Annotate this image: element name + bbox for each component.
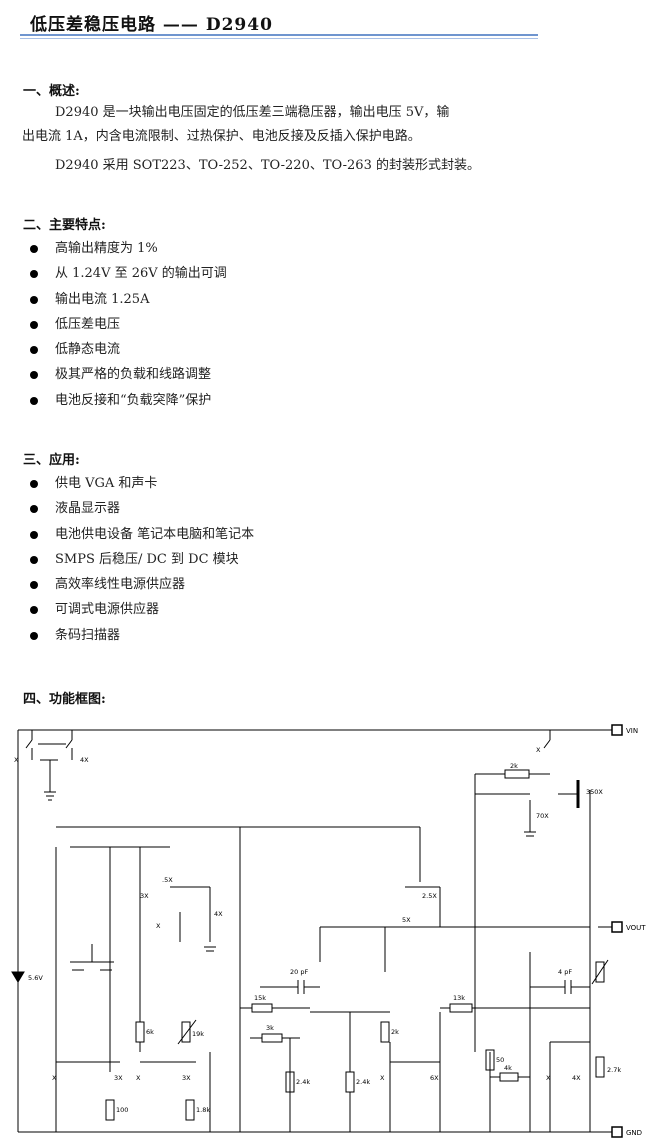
svg-text:4 pF: 4 pF <box>558 968 572 976</box>
applications-heading: 三、应用: <box>23 453 80 468</box>
features-list: 高输出精度为 1% 从 1.24V 至 26V 的输出可调 输出电流 1.25A… <box>30 239 227 416</box>
list-item: 输出电流 1.25A <box>30 290 227 315</box>
svg-text:4X: 4X <box>214 910 223 918</box>
list-item: 极其严格的负载和线路调整 <box>30 365 227 390</box>
block-diagram-schematic: VIN VOUT GND X 4X 5.6V .5X 3X 4X X <box>11 724 646 1138</box>
list-item: SMPS 后稳压/ DC 到 DC 模块 <box>30 550 254 575</box>
svg-text:X: X <box>536 746 541 754</box>
svg-text:X: X <box>136 1074 141 1082</box>
features-heading: 二、主要特点: <box>23 218 106 233</box>
svg-text:100: 100 <box>116 1106 128 1114</box>
svg-text:2.4k: 2.4k <box>296 1078 310 1086</box>
bullet-icon <box>30 371 38 380</box>
svg-text:5X: 5X <box>402 916 411 924</box>
svg-text:3X: 3X <box>140 892 149 900</box>
svg-text:4k: 4k <box>504 1064 512 1072</box>
list-item: 供电 VGA 和声卡 <box>30 474 254 499</box>
svg-text:4X: 4X <box>80 756 89 764</box>
list-item: 可调式电源供应器 <box>30 600 254 625</box>
bullet-icon <box>30 530 38 539</box>
applications-list: 供电 VGA 和声卡 液晶显示器 电池供电设备 笔记本电脑和笔记本 SMPS 后… <box>30 474 254 651</box>
list-item: 条码扫描器 <box>30 626 254 651</box>
bullet-icon <box>30 606 38 615</box>
list-item: 从 1.24V 至 26V 的输出可调 <box>30 264 227 289</box>
block-diagram-heading: 四、功能框图: <box>23 692 106 707</box>
bullet-icon <box>30 346 38 355</box>
svg-text:6k: 6k <box>146 1028 154 1036</box>
svg-text:X: X <box>14 756 19 764</box>
svg-text:20 pF: 20 pF <box>290 968 308 976</box>
bullet-icon <box>30 295 38 304</box>
svg-text:X: X <box>52 1074 57 1082</box>
svg-text:19k: 19k <box>192 1030 204 1038</box>
bullet-icon <box>30 505 38 514</box>
bullet-icon <box>30 270 38 279</box>
svg-text:2k: 2k <box>510 762 518 770</box>
svg-text:3X: 3X <box>182 1074 191 1082</box>
list-item: 电池反接和“负载突降”保护 <box>30 391 227 416</box>
svg-text:15k: 15k <box>254 994 266 1002</box>
title-rule <box>20 34 538 36</box>
title-rule-thin <box>20 38 538 39</box>
zener-diode-icon <box>11 971 25 983</box>
resistor-2k-top <box>504 769 530 779</box>
svg-text:70X: 70X <box>536 812 549 820</box>
svg-text:13k: 13k <box>453 994 465 1002</box>
svg-text:50: 50 <box>496 1056 504 1064</box>
svg-text:350X: 350X <box>586 788 603 796</box>
overview-heading: 一、概述: <box>23 84 80 99</box>
svg-text:X: X <box>546 1074 551 1082</box>
bullet-icon <box>30 320 38 329</box>
bullet-icon <box>30 480 38 488</box>
overview-para2: D2940 采用 SOT223、TO-252、TO-220、TO-263 的封装… <box>55 158 480 173</box>
svg-text:X: X <box>380 1074 385 1082</box>
svg-text:4X: 4X <box>572 1074 581 1082</box>
svg-text:X: X <box>156 922 161 930</box>
document-title: 低压差稳压电路 —— D2940 <box>30 15 273 35</box>
vout-label: VOUT <box>626 924 646 932</box>
svg-text:2k: 2k <box>391 1028 399 1036</box>
svg-text:3X: 3X <box>114 1074 123 1082</box>
bullet-icon <box>30 555 38 564</box>
list-item: 高效率线性电源供应器 <box>30 575 254 600</box>
svg-text:2.7k: 2.7k <box>607 1066 621 1074</box>
svg-text:5.6V: 5.6V <box>28 974 43 982</box>
gnd-label: GND <box>626 1129 642 1137</box>
bullet-icon <box>30 581 38 590</box>
list-item: 液晶显示器 <box>30 499 254 524</box>
svg-text:6X: 6X <box>430 1074 439 1082</box>
list-item: 低静态电流 <box>30 340 227 365</box>
list-item: 低压差电压 <box>30 315 227 340</box>
gnd-pin <box>611 1126 623 1138</box>
svg-text:.5X: .5X <box>162 876 173 884</box>
vin-pin <box>611 724 623 736</box>
overview-para1-line1: D2940 是一块输出电压固定的低压差三端稳压器，输出电压 5V，输 <box>55 105 450 120</box>
bullet-icon <box>30 396 38 405</box>
vin-label: VIN <box>626 727 638 735</box>
svg-text:1.8k: 1.8k <box>196 1106 210 1114</box>
list-item: 高输出精度为 1% <box>30 239 227 264</box>
bullet-icon <box>30 245 38 253</box>
bullet-icon <box>30 631 38 640</box>
list-item: 电池供电设备 笔记本电脑和笔记本 <box>30 525 254 550</box>
svg-text:3k: 3k <box>266 1024 274 1032</box>
svg-text:2.5X: 2.5X <box>422 892 437 900</box>
svg-text:2.4k: 2.4k <box>356 1078 370 1086</box>
overview-para1-line2: 出电流 1A，内含电流限制、过热保护、电池反接及反插入保护电路。 <box>22 129 421 144</box>
vout-pin <box>611 921 623 933</box>
